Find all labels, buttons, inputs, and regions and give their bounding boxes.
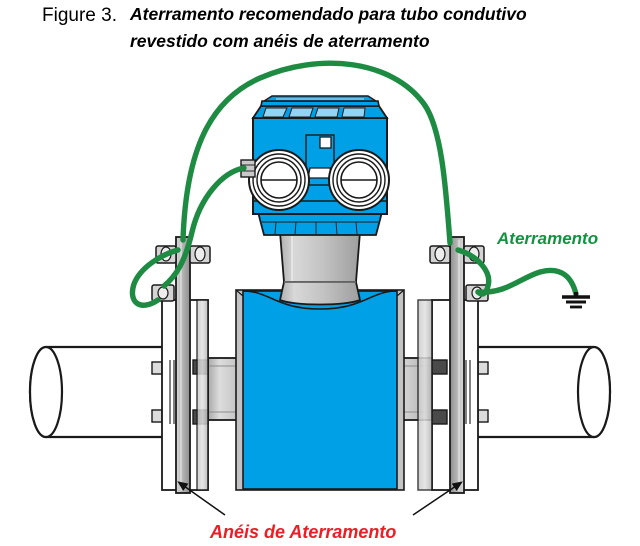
right-pipe [473,345,612,439]
flowmeter-body [235,289,405,491]
left-pipe [28,345,167,439]
green-bonding-wire [129,60,579,308]
transmitter-housing [240,95,390,236]
figure-title-line1: Aterramento recomendado para tubo condut… [129,4,527,24]
leader-lines [177,481,463,516]
transmitter-neck [278,231,362,306]
grounding-rings-label: Anéis de Aterramento [209,522,396,542]
figure-label: Figure 3. [42,5,117,26]
right-conduit-cover [328,149,390,211]
grounding-label: Aterramento [496,229,598,248]
figure-title-line2: revestido com anéis de aterramento [130,31,430,51]
earth-ground-symbol [562,292,590,309]
left-conduit-cover [248,149,310,211]
